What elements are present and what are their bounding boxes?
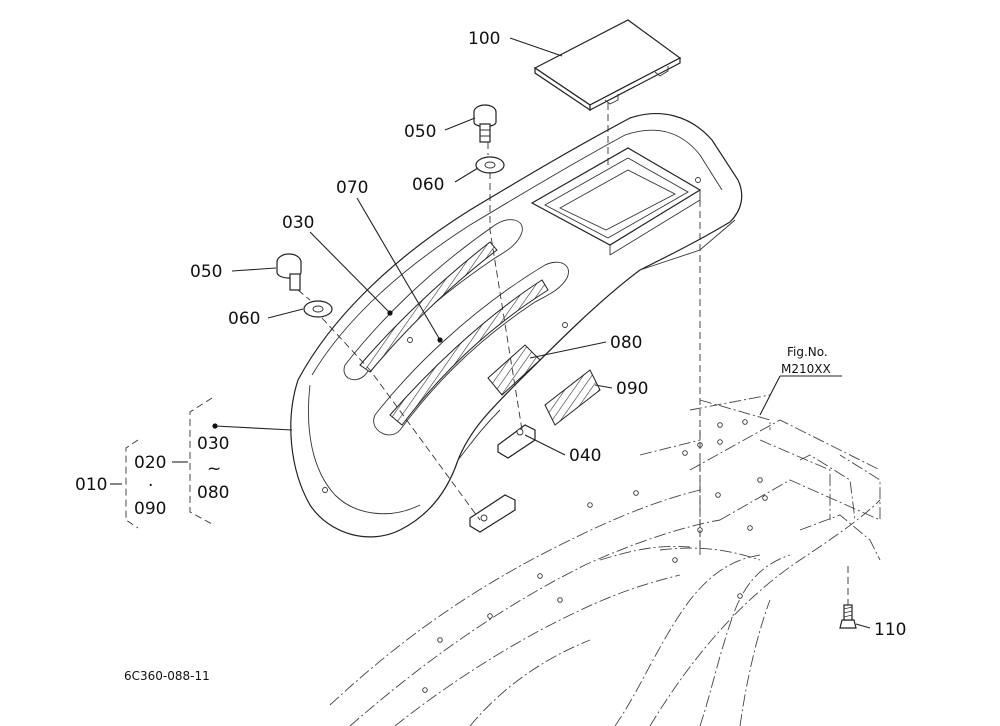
- frame-holes: [422, 419, 768, 693]
- callout-100: 100: [468, 29, 500, 49]
- bolt-050-left: [276, 253, 302, 291]
- figure-ref-number: M210XX: [781, 362, 831, 376]
- assembly-sub-start: 030: [197, 434, 229, 454]
- callout-110: 110: [874, 620, 906, 640]
- callout-050-top: 050: [404, 122, 436, 142]
- callout-090: 090: [616, 379, 648, 399]
- callout-070: 070: [336, 178, 368, 198]
- callout-040: 040: [569, 446, 601, 466]
- assembly-range-start: 020: [134, 453, 166, 473]
- callout-060-left: 060: [228, 309, 260, 329]
- assembly-sub-tilde: ~: [207, 459, 221, 479]
- assembly-main-label: 010: [75, 475, 107, 495]
- drawing-code: 6C360-088-11: [124, 669, 210, 683]
- console-panel: [290, 113, 743, 538]
- washer-060-top: [475, 156, 505, 174]
- leader-lines: [212, 37, 871, 629]
- screw-110: [839, 604, 857, 629]
- assembly-range-end: 090: [134, 499, 166, 519]
- figure-ref-label: Fig.No.: [787, 345, 828, 359]
- washer-060-left: [303, 300, 333, 318]
- part-100-cover: [533, 19, 682, 112]
- assembly-sub-end: 080: [197, 483, 229, 503]
- assembly-bracket: 010 020 · 090 030 ~ 080: [75, 397, 229, 529]
- assembly-range-dot: ·: [148, 476, 153, 496]
- callout-080: 080: [610, 333, 642, 353]
- callout-050-left: 050: [190, 262, 222, 282]
- bolt-050-top: [473, 104, 497, 143]
- assembly-lines: [297, 103, 849, 605]
- callout-060-top: 060: [412, 175, 444, 195]
- callout-030: 030: [282, 213, 314, 233]
- bracket-040: [469, 424, 536, 533]
